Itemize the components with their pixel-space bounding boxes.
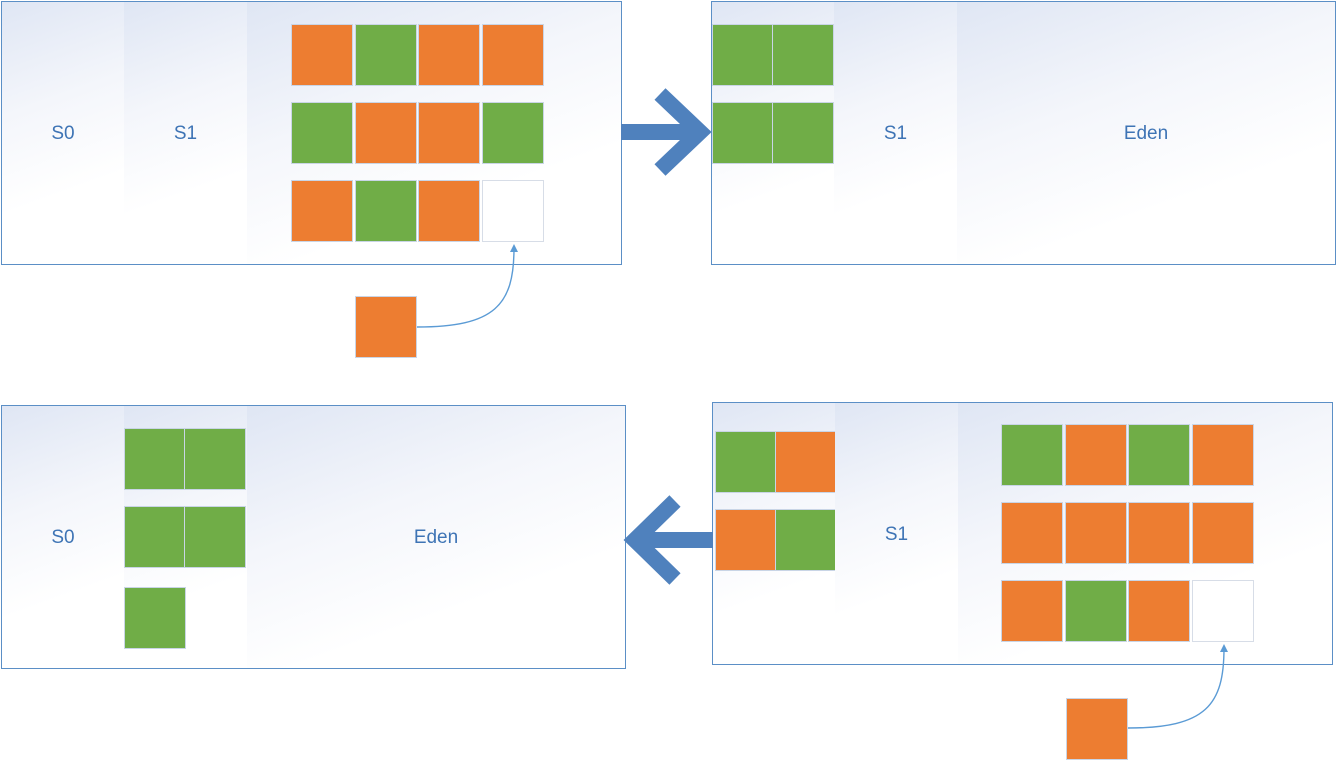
panel-3-eden-block — [1065, 424, 1127, 486]
right-arrow-icon — [621, 88, 712, 176]
panel-1-new-object — [355, 296, 417, 358]
panel-3-eden-block — [1001, 424, 1063, 486]
panel-3-eden-block — [1128, 424, 1190, 486]
panel-3-eden-region — [958, 402, 1333, 665]
panel-2-s0-region — [711, 1, 835, 265]
panel-3-eden-block — [1065, 580, 1127, 642]
panel-3-eden-block — [1192, 424, 1254, 486]
panel-1-s0-region: S0 — [1, 1, 125, 265]
panel-1-s1-region: S1 — [124, 1, 248, 265]
panel-4-s1-block — [184, 506, 246, 568]
panel-1-eden-block — [418, 180, 480, 242]
panel-1-eden-empty-slot — [482, 180, 544, 242]
panel-3-s0-block — [775, 509, 837, 571]
panel-3-s0-block — [775, 431, 837, 493]
panel-4-s0-region: S0 — [1, 405, 125, 669]
panel-3-eden-block — [1192, 502, 1254, 564]
panel-1-eden-block — [355, 24, 417, 86]
panel-4-s1-block — [124, 587, 186, 649]
panel-1-eden-block — [418, 24, 480, 86]
panel-1-eden-block — [355, 102, 417, 164]
panel-4-eden-label: Eden — [413, 527, 459, 548]
panel-2-eden-label: Eden — [1123, 123, 1169, 144]
panel-3-s0-region — [712, 402, 837, 665]
panel-3: S1 — [712, 402, 1333, 665]
panel-2-s1-region: S1 — [834, 1, 958, 265]
panel-3-eden-empty-slot — [1192, 580, 1254, 642]
panel-4: S0 Eden — [1, 405, 626, 669]
panel-1-eden-block — [291, 24, 353, 86]
panel-1: S0 S1 — [1, 1, 622, 265]
panel-3-eden-block — [1128, 580, 1190, 642]
panel-4-eden-region: Eden — [247, 405, 626, 669]
panel-4-s1-region — [124, 405, 248, 669]
panel-2-eden-region: Eden — [957, 1, 1336, 265]
panel-3-s0-block — [715, 431, 777, 493]
panel-2-s0-block — [712, 24, 774, 86]
panel-3-s0-block — [715, 509, 777, 571]
panel-4-s1-block — [184, 428, 246, 490]
panel-4-s1-block — [124, 428, 186, 490]
panel-4-s0-label: S0 — [51, 527, 75, 548]
panel-3-eden-block — [1128, 502, 1190, 564]
panel-1-eden-block — [291, 102, 353, 164]
panel-1-s1-label: S1 — [173, 123, 198, 144]
panel-1-s0-label: S0 — [51, 123, 75, 144]
panel-3-s1-label: S1 — [884, 524, 909, 545]
panel-2-s0-block — [772, 24, 834, 86]
panel-3-s1-region: S1 — [835, 402, 959, 665]
panel-1-eden-region — [247, 1, 622, 265]
panel-3-eden-block — [1001, 502, 1063, 564]
panel-1-eden-block — [418, 102, 480, 164]
panel-1-eden-block — [482, 102, 544, 164]
panel-3-eden-block — [1001, 580, 1063, 642]
panel-2: S1 Eden — [711, 1, 1336, 265]
panel-2-s0-block — [712, 102, 774, 164]
left-arrow-icon — [623, 495, 713, 585]
panel-4-s1-block — [124, 506, 186, 568]
panel-2-s0-block — [772, 102, 834, 164]
panel-3-eden-block — [1065, 502, 1127, 564]
panel-1-eden-block — [291, 180, 353, 242]
panel-1-eden-block — [355, 180, 417, 242]
panel-1-eden-block — [482, 24, 544, 86]
panel-2-s1-label: S1 — [883, 123, 908, 144]
panel-3-new-object — [1066, 698, 1128, 760]
